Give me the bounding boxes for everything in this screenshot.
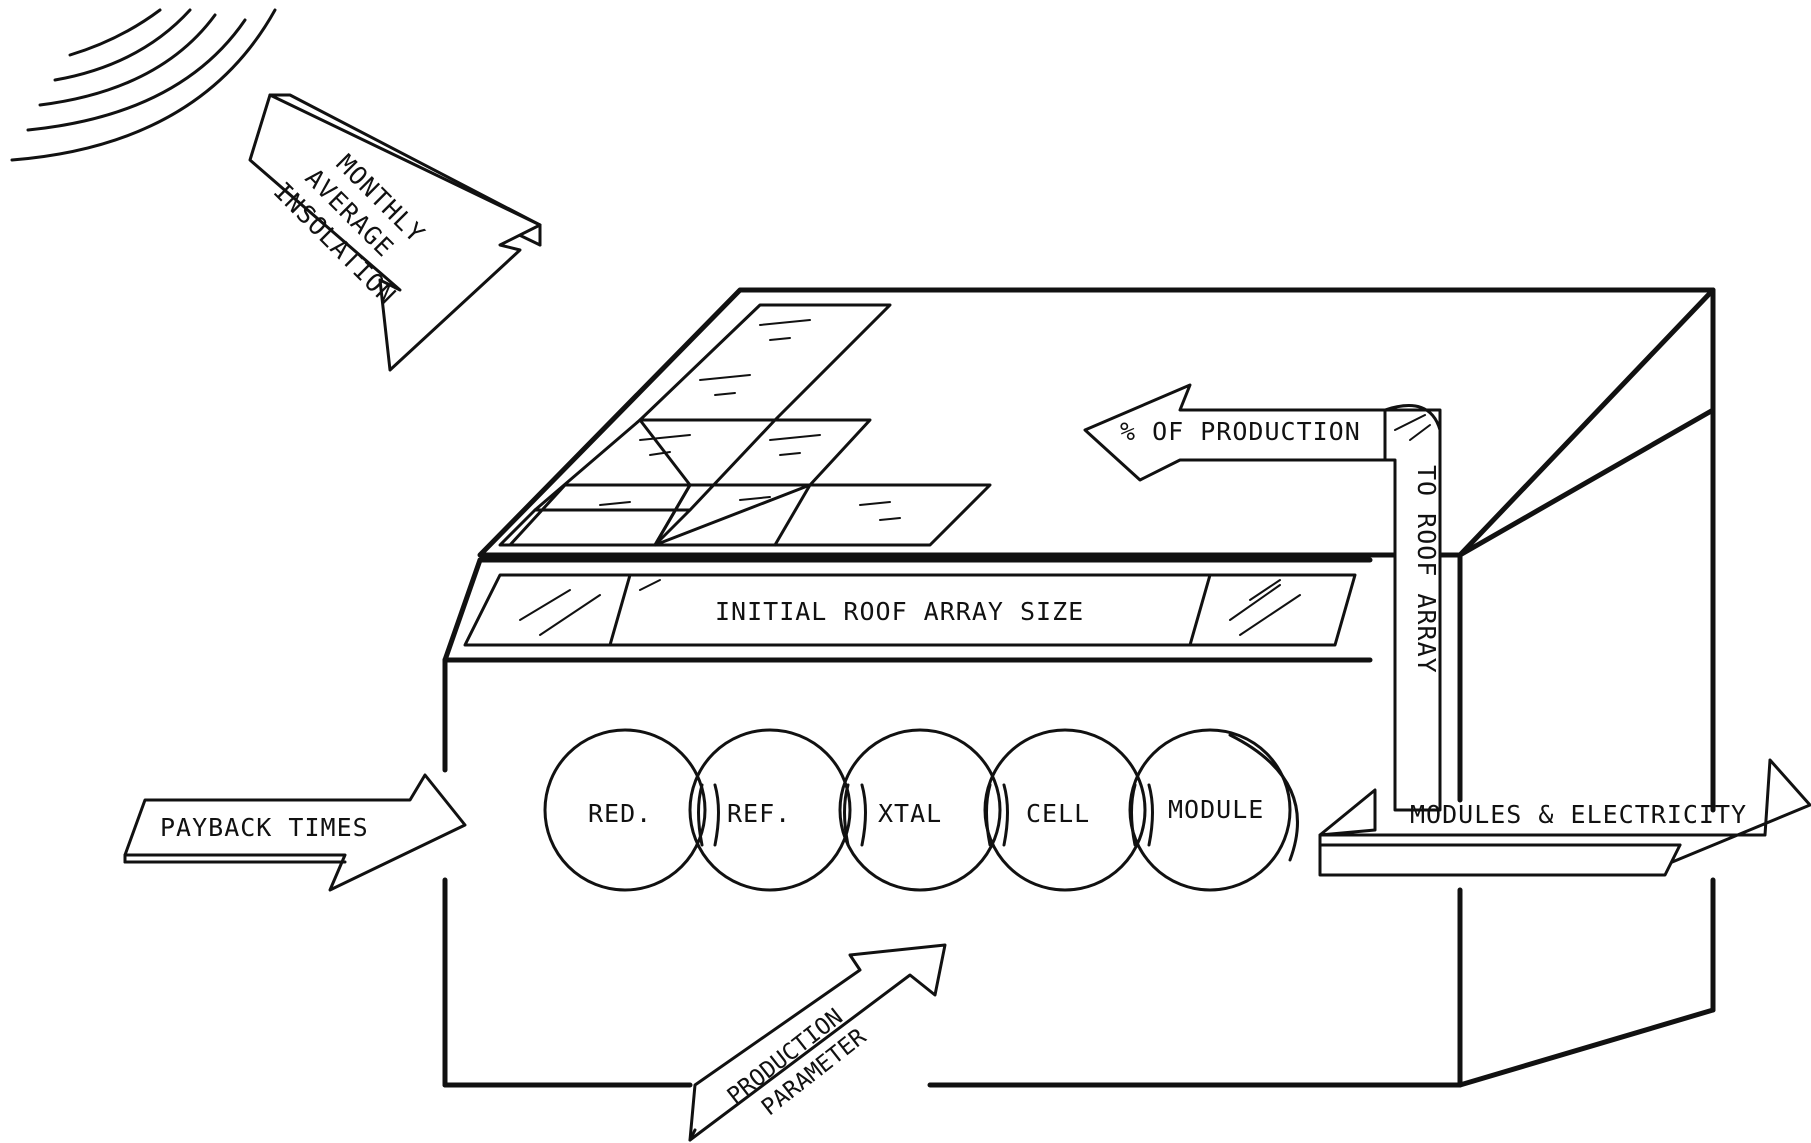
stage-xtal: XTAL — [878, 799, 942, 828]
insolation-arrow — [248, 93, 542, 372]
stage-cell: CELL — [1026, 799, 1090, 828]
production-parameter-arrow — [688, 943, 947, 1142]
process-stages — [543, 728, 1299, 892]
roof-feedback-arrow — [1083, 383, 1442, 812]
stage-red: RED. — [588, 799, 652, 828]
percent-production-label: % OF PRODUCTION — [1120, 417, 1361, 446]
stage-module: MODULE — [1168, 795, 1264, 824]
modules-electricity-arrow — [1318, 758, 1811, 877]
stage-ref: REF. — [727, 799, 791, 828]
to-roof-array-label: TO ROOF ARRAY — [1412, 465, 1441, 674]
payback-times-arrow — [123, 773, 467, 892]
roof-panel-grid — [498, 303, 992, 547]
modules-electricity-label: MODULES & ELECTRICITY — [1410, 800, 1747, 829]
sun-rays-icon — [10, 8, 277, 162]
initial-roof-array-label: INITIAL ROOF ARRAY SIZE — [715, 597, 1084, 626]
payback-times-label: PAYBACK TIMES — [160, 813, 369, 842]
initial-roof-array-band — [442, 557, 1373, 663]
factory-box-outline — [442, 287, 1716, 1088]
